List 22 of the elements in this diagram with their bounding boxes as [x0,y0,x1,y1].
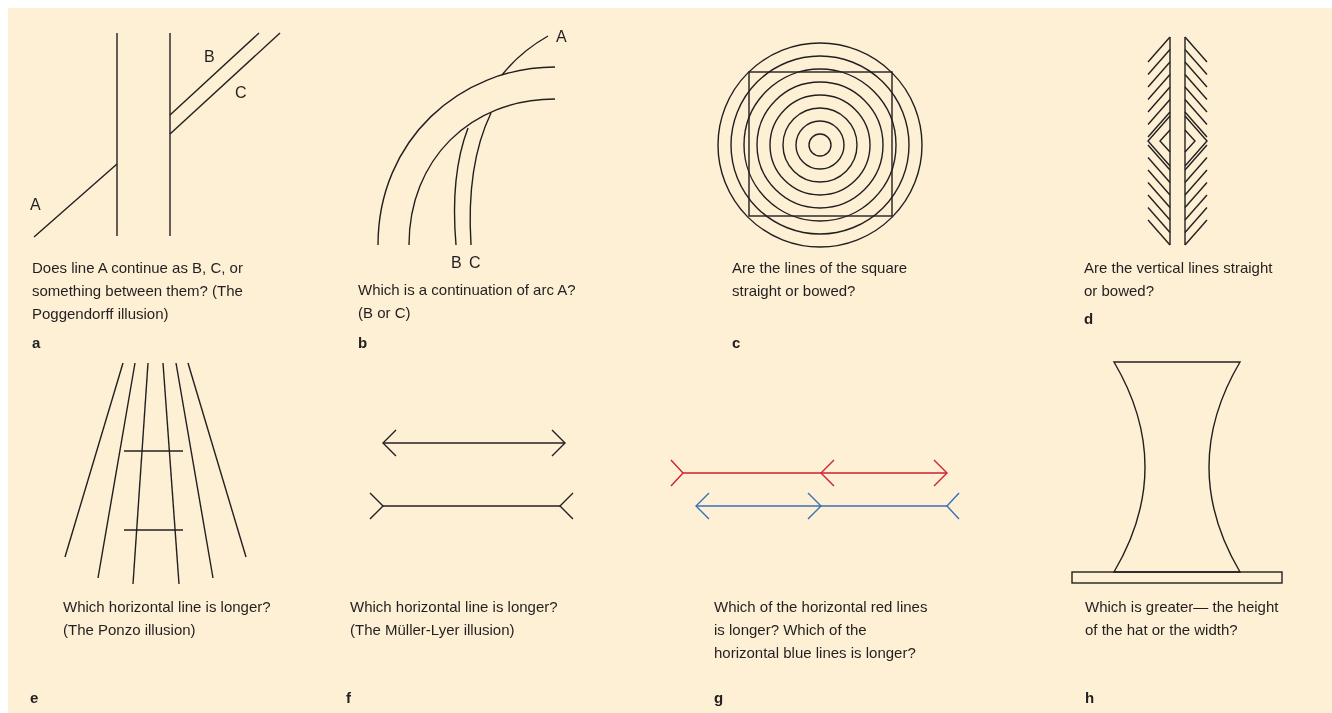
line-letter: C [469,254,481,272]
line-letter: C [235,84,247,102]
question-text: Which is greater— the height of the hat or the width? [1085,597,1280,640]
panel-letter: d [1084,310,1094,328]
line-letter: A [556,28,567,46]
panel-letter: g [714,689,724,707]
panel-letter: c [732,334,741,352]
question-text: Are the lines of the square straight or bowed? [732,258,909,301]
line-letter: A [30,196,41,214]
question-text: Which horizontal line is longer? (The Müller-Lyer illusion) [350,597,559,640]
panel-letter: a [32,334,41,352]
question-text: Which horizontal line is longer? (The Ponzo illusion) [63,597,272,640]
line-letter: B [451,254,462,272]
panel-letter: b [358,334,368,352]
question-text: Which of the horizontal red lines is longer? Which of the horizontal blue lines is longer? [714,597,929,663]
panel-letter: f [346,689,351,707]
question-text: Does line A continue as B, C, or something between them? (The Poggendorff illusion) [32,258,244,324]
panel-letter: h [1085,689,1095,707]
question-text: Which is a continuation of arc A? (B or C) [358,280,577,323]
question-text: Are the vertical lines straight or bowed? [1084,258,1274,301]
line-letter: B [204,48,215,66]
panel-letter: e [30,689,39,707]
